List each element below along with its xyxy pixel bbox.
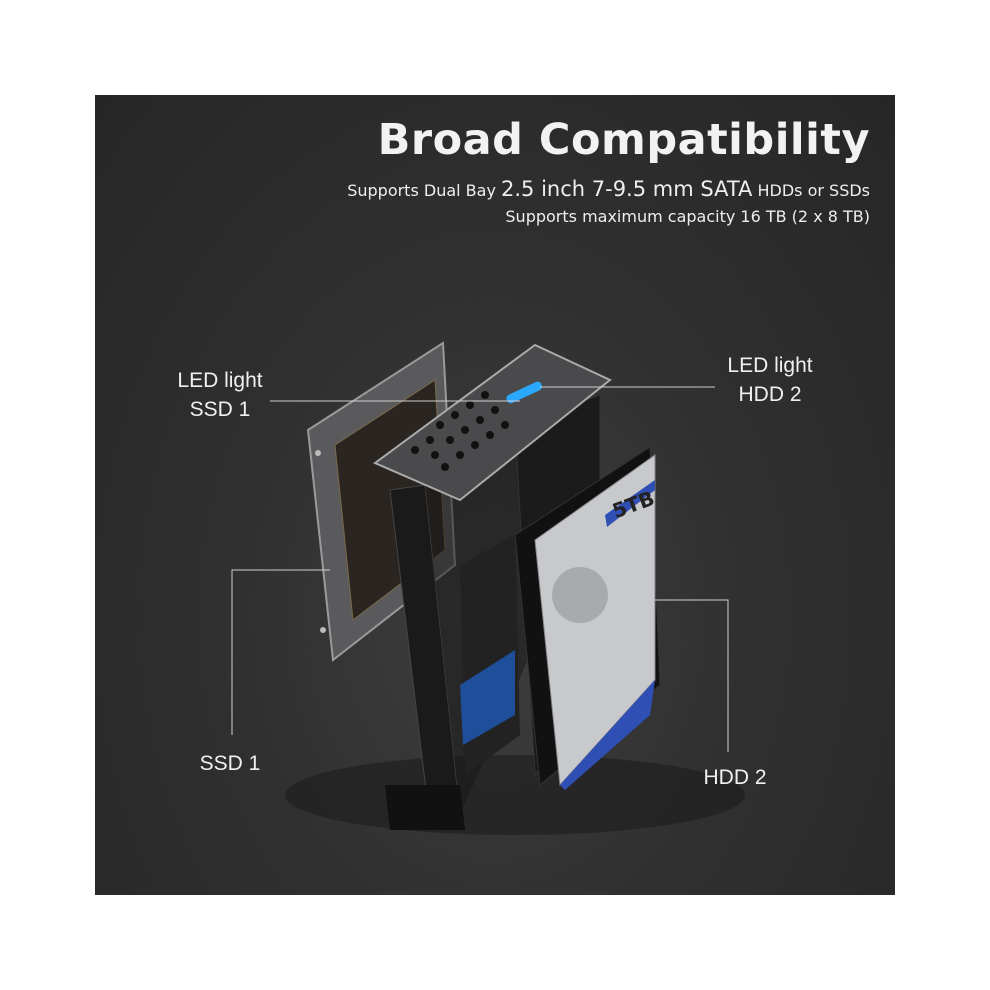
hdd2-drive: 5TB bbox=[514, 446, 661, 790]
led-indicator bbox=[506, 381, 543, 404]
callout-text: LED light bbox=[727, 354, 813, 377]
subtitle-prefix: Supports Dual Bay bbox=[347, 181, 496, 200]
callout-hdd2: HDD 2 bbox=[703, 766, 767, 789]
page-title: Broad Compatibility bbox=[377, 115, 870, 165]
callout-text: SSD 1 bbox=[189, 398, 251, 421]
callout-ssd1: SSD 1 bbox=[199, 752, 261, 775]
subtitle-line-1: Supports Dual Bay 2.5 inch 7-9.5 mm SATA… bbox=[347, 177, 870, 201]
callout-led-hdd2: LED light HDD 2 bbox=[715, 351, 825, 409]
enclosure-illustration: 5TB bbox=[231, 341, 745, 835]
enclosure-frame bbox=[373, 343, 612, 830]
callout-lines bbox=[231, 386, 729, 752]
callout-text: LED light bbox=[177, 369, 263, 392]
subtitle-emphasis: 2.5 inch 7-9.5 mm SATA bbox=[501, 177, 753, 201]
callout-text: HDD 2 bbox=[738, 383, 802, 406]
subtitle-line-2: Supports maximum capacity 16 TB (2 x 8 T… bbox=[505, 207, 870, 226]
product-panel: 5TB Broad Compatibility Supports Dual Ba… bbox=[95, 95, 895, 895]
callout-led-ssd1: LED light SSD 1 bbox=[165, 366, 275, 424]
subtitle-suffix: HDDs or SSDs bbox=[757, 181, 870, 200]
